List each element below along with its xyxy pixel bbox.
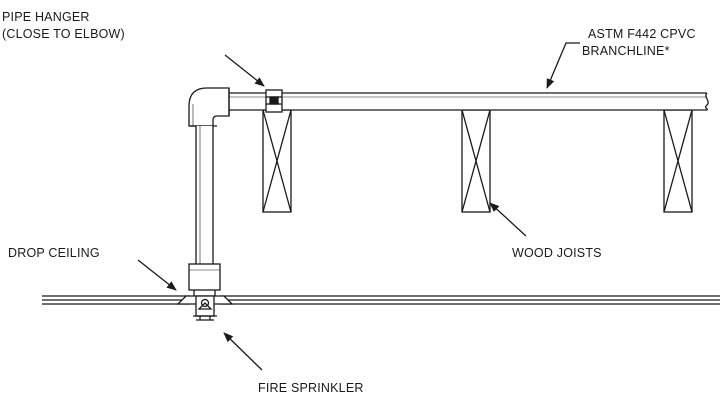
wood-joists-leader-arrow <box>489 202 527 237</box>
pipe-hanger-label-line1: PIPE HANGER <box>2 10 90 24</box>
fire-sprinkler-leader-arrow <box>223 332 263 371</box>
branchline-label-line2: BRANCHLINE* <box>582 44 670 58</box>
pipe-hanger-leader-arrow <box>224 54 265 87</box>
sprinkler-adapter-fitting <box>188 263 221 296</box>
cpvc-branchline-pipe <box>229 92 709 111</box>
fire-sprinkler-label: FIRE SPRINKLER <box>258 381 364 395</box>
drop-ceiling-leader-arrow <box>137 259 177 291</box>
elbow-fitting <box>188 87 230 127</box>
wood-joist-2 <box>461 109 491 213</box>
pipe-hanger <box>265 89 283 113</box>
branchline-leader-arrow <box>546 42 580 89</box>
pipe-hanger-label-line2: (CLOSE TO ELBOW) <box>2 27 125 41</box>
drop-ceiling-label: DROP CEILING <box>8 246 100 260</box>
drop-ceiling <box>42 295 720 305</box>
wood-joist-3 <box>663 109 693 213</box>
fire-sprinkler-head <box>193 295 217 321</box>
branchline-label-line1: ASTM F442 CPVC <box>588 27 696 41</box>
wood-joists-label: WOOD JOISTS <box>512 246 602 260</box>
wood-joist-1 <box>262 109 292 213</box>
vertical-drop-pipe <box>195 126 214 264</box>
